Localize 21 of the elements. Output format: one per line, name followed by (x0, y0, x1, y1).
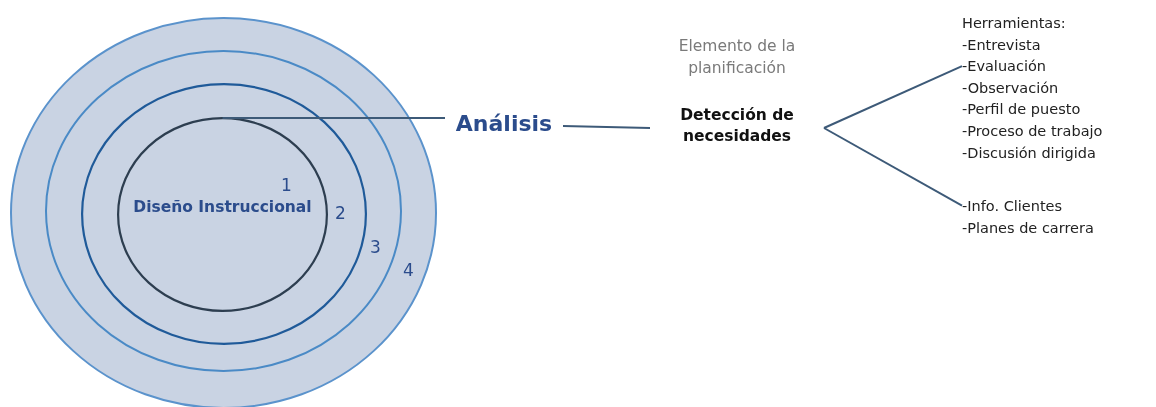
section-title: Análisis (454, 110, 554, 138)
tool-item: -Entrevista (962, 35, 1042, 55)
tool-item: -Perfil de puesto (962, 100, 1082, 120)
connector-line (562, 125, 651, 129)
element-title: Detección de necesidades (679, 105, 795, 147)
tool-item: -Evaluación (962, 57, 1048, 77)
tool-item: -Info. Clientes (962, 197, 1064, 216)
center-title: Diseño Instruccional (132, 197, 313, 218)
tool-item: -Proceso de trabajo (962, 121, 1104, 141)
connector-line (221, 117, 446, 119)
ring-number: 1 (281, 175, 292, 195)
ring-number: 4 (403, 260, 414, 280)
tool-item: -Planes de carrera (962, 218, 1095, 238)
tool-item: -Observación (962, 78, 1060, 98)
tool-item: Herramientas: (962, 14, 1067, 33)
ring-number: 2 (335, 203, 346, 223)
node-caption: Elemento de la planificación (677, 36, 797, 79)
ring-number: 3 (370, 237, 381, 257)
connector-line (823, 127, 963, 207)
tool-item: -Discusión dirigida (962, 143, 1097, 163)
connector-line (823, 65, 963, 129)
